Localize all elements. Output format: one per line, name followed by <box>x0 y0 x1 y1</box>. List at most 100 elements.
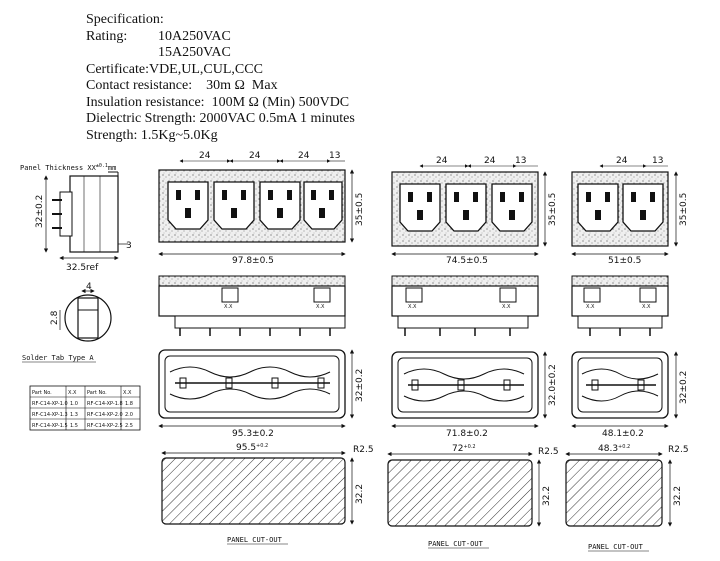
triple-xx-label: X.X <box>408 304 417 310</box>
quad-panel-cutout-caption: PANEL CUT-OUT <box>227 536 283 544</box>
triple-socket <box>399 183 441 232</box>
part-number-table: Part No. X.X Part No. X.X RF-C14-XP-1.0 … <box>29 385 141 431</box>
table-cell: RF-C14-XP-1.0 <box>32 401 68 407</box>
triple-panel-cutout: 72+0.2 R2.5 32.2 PANEL CUT-OUT <box>387 444 559 549</box>
double-base-height-dim: 32±0.2 <box>679 371 689 404</box>
double-xx-label: X.X <box>586 304 595 310</box>
table-cell: 1.3 <box>70 412 78 418</box>
triple-bottom-view: 71.8±0.2 32.0±0.2 <box>391 351 558 439</box>
table-cell: 2.5 <box>125 423 133 429</box>
table-cell: 1.0 <box>70 401 78 407</box>
quad-base-height-dim: 32±0.2 <box>355 369 365 402</box>
quad-width-dim: 97.8±0.5 <box>232 256 274 266</box>
table-cell: RF-C14-XP-2.0 <box>87 412 123 418</box>
quad-bottom-view: 95.3±0.2 32±0.2 <box>158 349 365 439</box>
table-cell: RF-C14-XP-2.5 <box>87 423 123 429</box>
quad-pitch-dim: 24 <box>249 151 261 161</box>
double-panel-cutout: 48.3+0.2 R2.5 32.2 PANEL CUT-OUT <box>565 444 689 552</box>
table-cell: 1.8 <box>125 401 133 407</box>
quad-panel-cutout: 95.5+0.2 R2.5 32.2 PANEL CUT-OUT <box>161 443 374 545</box>
quad-xx-label: X.X <box>224 304 233 310</box>
side-ref-dim: 32.5ref <box>66 263 99 273</box>
double-front-view: 24 13 51±0.5 35±0.5 <box>571 156 689 266</box>
table-cell: RF-C14-XP-1.8 <box>87 401 123 407</box>
side-height-dim: 32±0.2 <box>35 195 45 228</box>
spec-strength: Strength: 1.5Kg~5.0Kg <box>86 127 218 143</box>
quad-socket <box>303 181 343 230</box>
triple-front-view: 24 24 13 74.5±0.5 35±0.5 <box>391 156 558 266</box>
table-header: X.X <box>68 390 77 396</box>
side-view: Panel Thickness XX±0.1mm 32±0.2 3 32.5re… <box>20 163 132 273</box>
quad-cut-width-dim: 95.5+0.2 <box>236 443 268 453</box>
side-body <box>69 175 119 253</box>
quad-radius-dim: R2.5 <box>353 445 374 455</box>
quad-socket <box>213 181 255 230</box>
spec-rating-15a: 15A250VAC <box>158 45 231 60</box>
quad-base-width-dim: 95.3±0.2 <box>232 429 274 439</box>
table-cell: RF-C14-XP-1.5 <box>32 423 68 429</box>
triple-socket <box>491 183 533 232</box>
table-cell: 1.5 <box>70 423 78 429</box>
double-pitch-dim: 24 <box>616 156 628 166</box>
quad-socket <box>259 181 301 230</box>
triple-top-view: X.X X.X <box>391 275 539 336</box>
solder-tab-detail: 4 2.8 Solder Tab Type A <box>22 282 112 363</box>
triple-panel-cutout-caption: PANEL CUT-OUT <box>428 540 484 548</box>
double-cut-height-dim: 32.2 <box>673 486 683 506</box>
specification-block: Specification: Rating: 10A250VAC 15A250VA… <box>86 12 355 144</box>
panel-thickness-label: Panel Thickness XX±0.1mm <box>20 163 116 172</box>
triple-socket <box>445 183 487 232</box>
quad-top-view: X.X X.X <box>158 275 346 336</box>
spec-certificate: Certificate:VDE,UL,CUL,CCC <box>86 61 263 77</box>
double-end-dim: 13 <box>652 156 663 166</box>
tab-width-dim: 4 <box>86 282 92 292</box>
double-socket <box>622 183 664 232</box>
quad-height-dim: 35±0.5 <box>355 193 365 226</box>
double-socket <box>577 183 619 232</box>
spec-dielectric-strength: Dielectric Strength: 2000VAC 0.5mA 1 min… <box>86 111 355 126</box>
spec-heading: Specification: <box>86 12 164 27</box>
triple-base-width-dim: 71.8±0.2 <box>446 429 488 439</box>
triple-pitch-dim: 24 <box>436 156 448 166</box>
double-width-dim: 51±0.5 <box>608 256 641 266</box>
double-cut-width-dim: 48.3+0.2 <box>598 444 630 454</box>
tab-height-dim: 2.8 <box>50 310 60 325</box>
triple-xx-label: X.X <box>502 304 511 310</box>
spec-rating-10a: 10A250VAC <box>158 28 231 44</box>
side-three-dim: 3 <box>126 241 132 251</box>
triple-end-dim: 13 <box>515 156 526 166</box>
double-radius-dim: R2.5 <box>668 445 689 455</box>
quad-front-view: 24 24 24 13 97.8±0.5 35±0.5 <box>158 151 365 266</box>
double-base-width-dim: 48.1±0.2 <box>602 429 644 439</box>
quad-cut-height-dim: 32.2 <box>355 484 365 504</box>
table-cell: RF-C14-XP-1.3 <box>32 412 68 418</box>
spec-insulation-resistance: Insulation resistance: 100M Ω (Min) 500V… <box>86 94 350 110</box>
quad-xx-label: X.X <box>316 304 325 310</box>
triple-height-dim: 35±0.5 <box>548 193 558 226</box>
spec-contact-resistance: Contact resistance: 30m Ω Max <box>86 78 278 93</box>
triple-cut-width-dim: 72+0.2 <box>452 444 476 454</box>
spec-rating-row: Rating: 10A250VAC <box>86 29 355 46</box>
double-top-view: X.X X.X <box>571 275 669 336</box>
quad-socket <box>167 181 209 230</box>
double-height-dim: 35±0.5 <box>679 193 689 226</box>
triple-width-dim: 74.5±0.5 <box>446 256 488 266</box>
table-header: X.X <box>123 390 132 396</box>
quad-pitch-dim: 24 <box>199 151 211 161</box>
table-header: Part No. <box>87 390 107 396</box>
table-header: Part No. <box>32 390 52 396</box>
double-bottom-view: 48.1±0.2 32±0.2 <box>571 351 689 439</box>
spec-rating-row-2: 15A250VAC <box>86 45 355 62</box>
solder-tab-caption: Solder Tab Type A <box>22 354 94 362</box>
double-panel-cutout-caption: PANEL CUT-OUT <box>588 543 644 551</box>
quad-end-dim: 13 <box>329 151 340 161</box>
table-cell: 2.0 <box>125 412 133 418</box>
spec-rating-label: Rating: <box>86 28 128 44</box>
triple-cut-height-dim: 32.2 <box>542 486 552 506</box>
triple-base-height-dim: 32.0±0.2 <box>548 364 558 406</box>
triple-radius-dim: R2.5 <box>538 447 559 457</box>
quad-pitch-dim: 24 <box>298 151 310 161</box>
triple-pitch-dim: 24 <box>484 156 496 166</box>
double-xx-label: X.X <box>642 304 651 310</box>
